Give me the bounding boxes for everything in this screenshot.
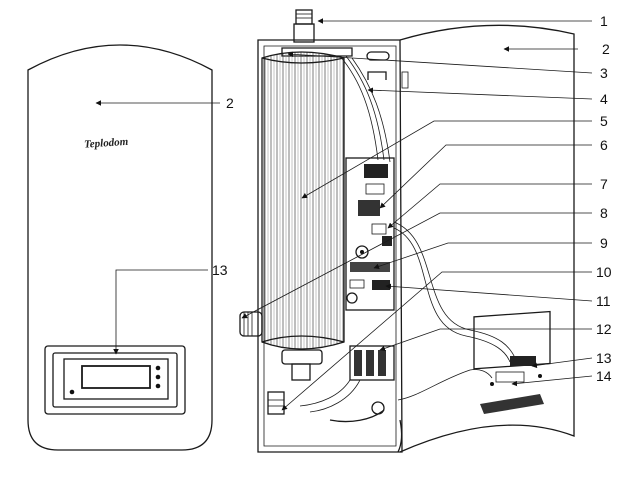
brand-logo: Teplodom [84,136,129,151]
top-mounting-bracket [366,51,409,89]
callout-10: 10 [596,264,612,280]
callout-9: 9 [600,235,608,251]
front-display-panel [44,345,186,415]
side-inlet-fitting [239,311,263,337]
closed-front-cover: Teplodom [27,44,213,451]
heating-tank [261,51,345,350]
door-display-board [473,310,551,414]
sensor-wiring [339,55,379,161]
terminal-block [299,345,395,413]
open-housing [257,9,409,453]
callout-2-cover: 2 [226,95,234,111]
leader-lines [95,18,593,411]
callout-6: 6 [600,137,608,153]
callout-14: 14 [596,368,612,384]
callout-7: 7 [600,176,608,192]
callout-numbers: 1 2 2 3 4 5 6 7 8 9 10 11 12 13 13 14 [212,13,612,384]
outlet-pipe [293,9,315,43]
callout-13-door: 13 [596,350,612,366]
callout-11: 11 [596,293,611,309]
callout-4: 4 [600,91,608,107]
callout-3: 3 [600,65,608,81]
callout-5: 5 [600,113,608,129]
callout-8: 8 [600,205,608,221]
power-cable [329,409,385,423]
bottom-heating-element [267,349,323,415]
callout-13-cover: 13 [212,262,228,278]
callout-12: 12 [596,321,612,337]
callout-1: 1 [600,13,608,29]
ribbon-cable [393,221,517,361]
control-board [345,157,395,311]
callout-2-door: 2 [602,41,610,57]
open-door-panel [397,24,575,453]
